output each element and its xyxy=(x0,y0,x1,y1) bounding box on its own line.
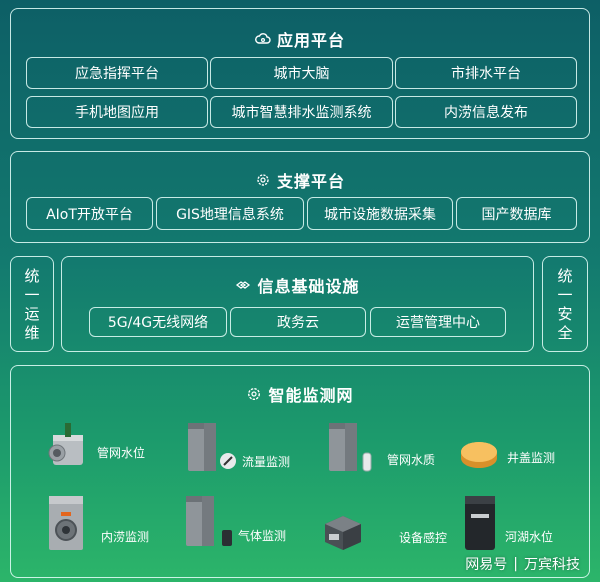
infra-title: 信息基础设施 xyxy=(62,273,533,297)
watermark-separator: | xyxy=(513,556,518,572)
app-item-emergency[interactable]: 应急指挥平台 xyxy=(26,57,208,89)
infra-item-gov-cloud[interactable]: 政务云 xyxy=(230,307,366,337)
waterlogging-camera-icon xyxy=(47,494,87,552)
app-item-drainage[interactable]: 市排水平台 xyxy=(395,57,577,89)
layers-icon xyxy=(236,281,251,289)
watermark: 网易号 | 万宾科技 xyxy=(465,554,580,574)
control-box-icon xyxy=(321,514,365,552)
device-manhole[interactable]: 井盖监测 xyxy=(459,438,555,472)
app-item-flood-info[interactable]: 内涝信息发布 xyxy=(395,96,577,128)
monitor-panel: 智能监测网 管网水位 流量监测 管网水质 井盖监测 内涝监测 xyxy=(10,365,590,578)
support-item-aiot[interactable]: AIoT开放平台 xyxy=(26,197,153,230)
device-water-quality[interactable]: 管网水质 xyxy=(327,421,435,475)
support-item-gis[interactable]: GIS地理信息系统 xyxy=(156,197,304,230)
device-waterlogging[interactable]: 内涝监测 xyxy=(47,494,149,552)
device-river-level[interactable]: 河湖水位 xyxy=(461,494,553,552)
app-item-city-brain[interactable]: 城市大脑 xyxy=(210,57,393,89)
flow-meter-icon xyxy=(184,421,242,475)
support-item-data-collect[interactable]: 城市设施数据采集 xyxy=(307,197,453,230)
device-control[interactable]: 设备感控 xyxy=(321,514,447,552)
infra-item-ops-center[interactable]: 运营管理中心 xyxy=(370,307,506,337)
support-platform-title: 支撑平台 xyxy=(11,168,589,192)
app-item-smart-drainage[interactable]: 城市智慧排水监测系统 xyxy=(210,96,393,128)
app-platform-panel: 应用平台 应急指挥平台 城市大脑 市排水平台 手机地图应用 城市智慧排水监测系统… xyxy=(10,8,590,139)
device-pipe-level[interactable]: 管网水位 xyxy=(47,421,145,471)
device-gas[interactable]: 气体监测 xyxy=(184,494,286,550)
infra-item-network[interactable]: 5G/4G无线网络 xyxy=(89,307,227,337)
gear-icon xyxy=(257,174,269,186)
unified-ops-panel: 统 一 运 维 xyxy=(10,256,54,352)
app-platform-title: 应用平台 xyxy=(11,27,589,51)
watermark-author: 万宾科技 xyxy=(524,557,580,573)
unified-ops-label: 统 一 运 维 xyxy=(24,267,40,342)
monitor-title: 智能监测网 xyxy=(11,382,589,406)
support-platform-panel: 支撑平台 AIoT开放平台 GIS地理信息系统 城市设施数据采集 国产数据库 xyxy=(10,151,590,243)
app-item-mobile-map[interactable]: 手机地图应用 xyxy=(26,96,208,128)
unified-security-panel: 统 一 安 全 xyxy=(542,256,588,352)
support-item-domestic-db[interactable]: 国产数据库 xyxy=(456,197,577,230)
water-quality-icon xyxy=(327,421,385,475)
device-flow[interactable]: 流量监测 xyxy=(184,421,290,475)
river-level-icon xyxy=(461,494,499,552)
unified-security-label: 统 一 安 全 xyxy=(557,267,573,342)
cog-icon xyxy=(248,387,261,401)
cloud-icon xyxy=(255,33,271,44)
pipe-level-sensor-icon xyxy=(47,421,93,471)
infra-panel: 信息基础设施 5G/4G无线网络 政务云 运营管理中心 xyxy=(61,256,534,352)
manhole-cover-icon xyxy=(459,438,499,472)
gas-sensor-icon xyxy=(184,494,236,550)
watermark-source: 网易号 xyxy=(465,557,508,573)
